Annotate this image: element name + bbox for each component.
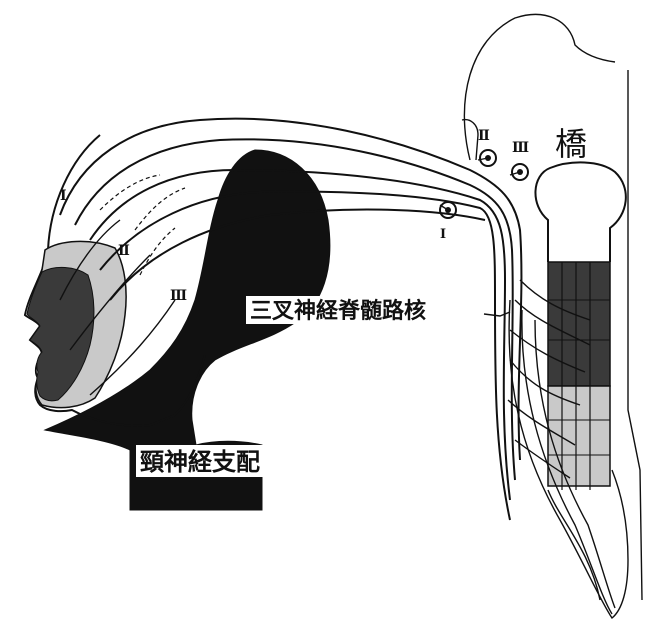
pons-label: 橋 — [555, 125, 587, 163]
vertical-border — [628, 70, 642, 600]
label-v2-face: Ⅱ — [118, 243, 130, 259]
label-v3-ganglion: Ⅲ — [512, 140, 529, 156]
label-v3-face: Ⅲ — [170, 288, 187, 304]
brainstem-outline — [535, 162, 625, 262]
label-v2-ganglion: Ⅱ — [478, 128, 490, 144]
label-v1-ganglion: Ⅰ — [440, 227, 446, 242]
label-v1-face: Ⅰ — [60, 188, 67, 204]
spinal-trigeminal-nucleus-label: 三叉神経脊髄路核 — [250, 298, 426, 324]
cervical-nerve-label: 頸神経支配 — [140, 447, 260, 476]
